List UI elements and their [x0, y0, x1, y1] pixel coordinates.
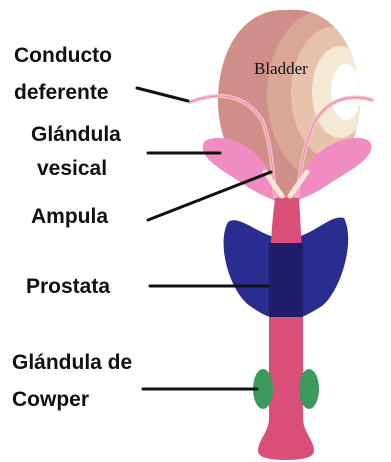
label-glandula-vesical-line2: vesical: [37, 157, 107, 180]
label-conducto-deferente-line1: Conducto: [14, 44, 112, 67]
cowper-gland-right: [299, 369, 319, 409]
bladder-label: Bladder: [254, 59, 308, 78]
label-conducto-deferente-line2: deferente: [14, 81, 109, 104]
label-cowper-line2: Cowper: [12, 388, 89, 411]
label-cowper-line1: Glándula de: [12, 351, 132, 374]
label-prostata: Prostata: [26, 275, 110, 298]
label-glandula-vesical-line1: Glándula: [31, 123, 121, 146]
prostatic-urethra: [269, 243, 303, 317]
label-ampula: Ampula: [31, 205, 108, 228]
